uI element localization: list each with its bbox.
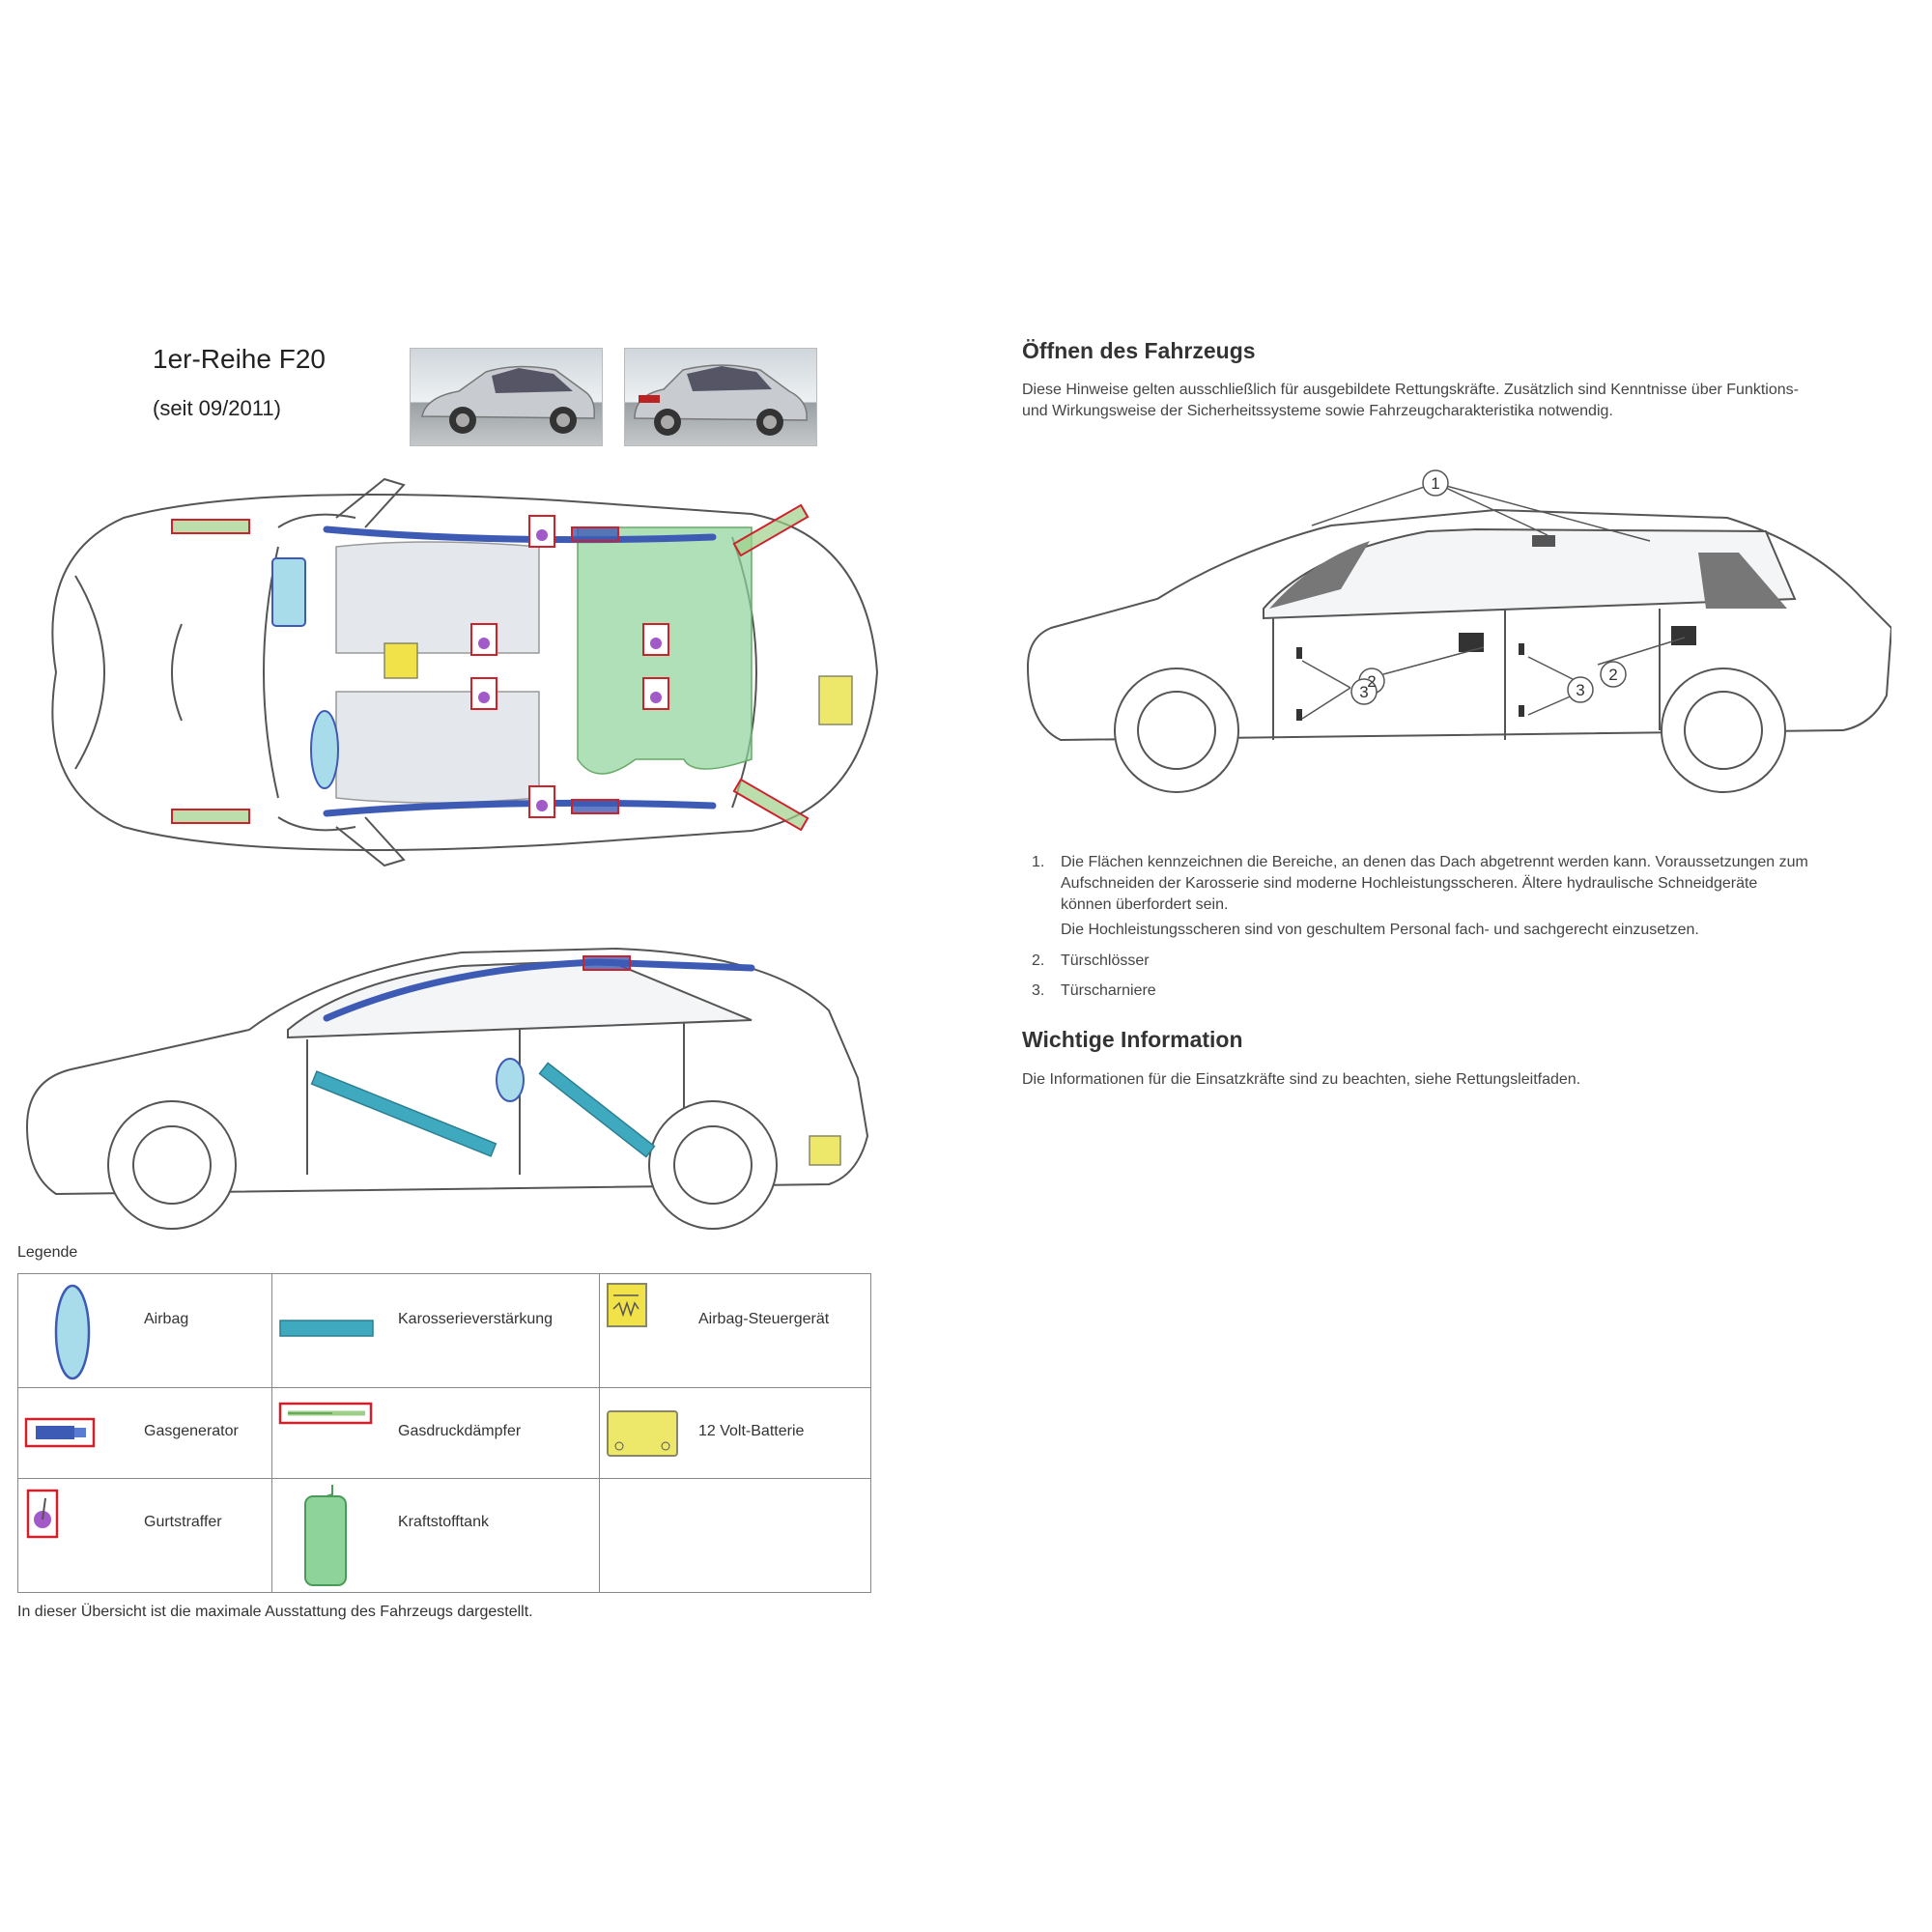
car-rear-photo [624,348,817,446]
battery-side [809,1135,841,1166]
info-heading: Wichtige Information [1022,1027,1243,1052]
side-view-diagram [25,947,869,1230]
list-item-1-line1: Die Flächen kennzeichnen die Bereiche, a… [1061,854,1808,870]
rear-quarter-window [1698,553,1787,609]
list-item-2-text: Türschlösser [1061,952,1150,969]
legend-cell-airbag: Airbag [17,1273,272,1388]
gas-strut-icon [278,1402,373,1425]
airbags-top [271,557,339,789]
list-item-3-num: 3. [1032,982,1045,999]
legend-label-gas-generator: Gasgenerator [144,1423,239,1439]
car-front-photo [410,348,603,446]
airbag-control-unit-top [384,642,418,679]
reinforcement-icon [279,1320,374,1337]
callout-2b: 2 [1608,666,1617,684]
page-title: 1er-Reihe F20 [153,344,326,374]
opening-heading: Öffnen des Fahrzeugs [1022,338,1256,363]
legend-label-gas-strut: Gasdruckdämpfer [398,1423,522,1439]
front-pillar-window [1269,541,1370,609]
legend-label-battery: 12 Volt-Batterie [698,1423,805,1439]
legend-table: Airbag Karosserieverstärkung Airbag-Steu… [17,1273,871,1593]
legend-cell-gas-strut: Gasdruckdämpfer [271,1387,600,1479]
legend-cell-belt-tensioner: Gurtstraffer [17,1478,272,1593]
opening-intro-line2: und Wirkungsweise der Sicherheitssysteme… [1022,403,1613,419]
legend-cell-fuel-tank: Kraftstofftank [271,1478,600,1593]
battery-icon [607,1410,678,1457]
wheels-right [1114,668,1786,793]
info-text: Die Informationen für die Einsatzkräfte … [1022,1071,1581,1088]
callout-3a: 3 [1359,683,1368,701]
list-item-1-num: 1. [1032,854,1045,870]
gas-generator-icon [24,1417,96,1448]
gas-generator-side [582,955,631,971]
legend-label-airbag: Airbag [144,1311,189,1327]
callout-2a: 2 [1367,672,1376,691]
roof-reinforcements [323,526,717,817]
fuel-tank-icon [304,1485,347,1586]
battery-top [818,675,853,725]
list-item-1-extra: Die Hochleistungsscheren sind von geschu… [1061,922,1699,938]
gas-generators-top [571,526,619,814]
callouts [1350,469,1627,705]
list-item-2-num: 2. [1032,952,1045,969]
legend-cell-battery: 12 Volt-Batterie [599,1387,871,1479]
roof-cut-marker [1532,535,1555,547]
door-hinges [1296,643,1524,721]
roof-reinforcement-side [323,958,755,1022]
legend-label-belt-tensioner: Gurtstraffer [144,1514,222,1530]
sill-reinforcements-side [310,1062,656,1158]
list-item-1-line3: können überfordert sein. [1061,896,1229,913]
legend-cell-gas-generator: Gasgenerator [17,1387,272,1479]
legend-label-reinforcement: Karosserieverstärkung [398,1311,554,1327]
page-subtitle: (seit 09/2011) [153,396,281,420]
list-item-3-text: Türscharniere [1061,982,1156,999]
airbag-side [496,1058,525,1102]
legend-label-fuel-tank: Kraftstofftank [398,1514,489,1530]
legend-cell-reinforcement: Karosserieverstärkung [271,1273,600,1388]
legend-label-airbag-control-unit: Airbag-Steuergerät [698,1311,830,1327]
callout-1: 1 [1431,474,1439,493]
wheels-side [107,1100,778,1230]
legend-cell-empty [599,1478,871,1593]
legend-cell-airbag-control-unit: Airbag-Steuergerät [599,1273,871,1388]
airbag-icon [54,1284,91,1380]
opening-diagram: 1 2 2 3 3 [1026,469,1891,793]
list-item-1-line2: Aufschneiden der Karosserie sind moderne… [1061,875,1758,892]
top-view-diagram [51,477,879,867]
opening-intro-line1: Diese Hinweise gelten ausschließlich für… [1022,382,1799,398]
belt-tensioner-icon [26,1489,59,1539]
callout-3b: 3 [1576,681,1584,699]
airbag-control-unit-icon [607,1283,647,1327]
legend-footnote: In dieser Übersicht ist die maximale Aus… [17,1604,533,1620]
opening-list: 1. Die Flächen kennzeichnen die Bereiche… [1032,852,1901,999]
legend-title: Legende [17,1244,78,1261]
gas-struts-top [171,503,810,832]
